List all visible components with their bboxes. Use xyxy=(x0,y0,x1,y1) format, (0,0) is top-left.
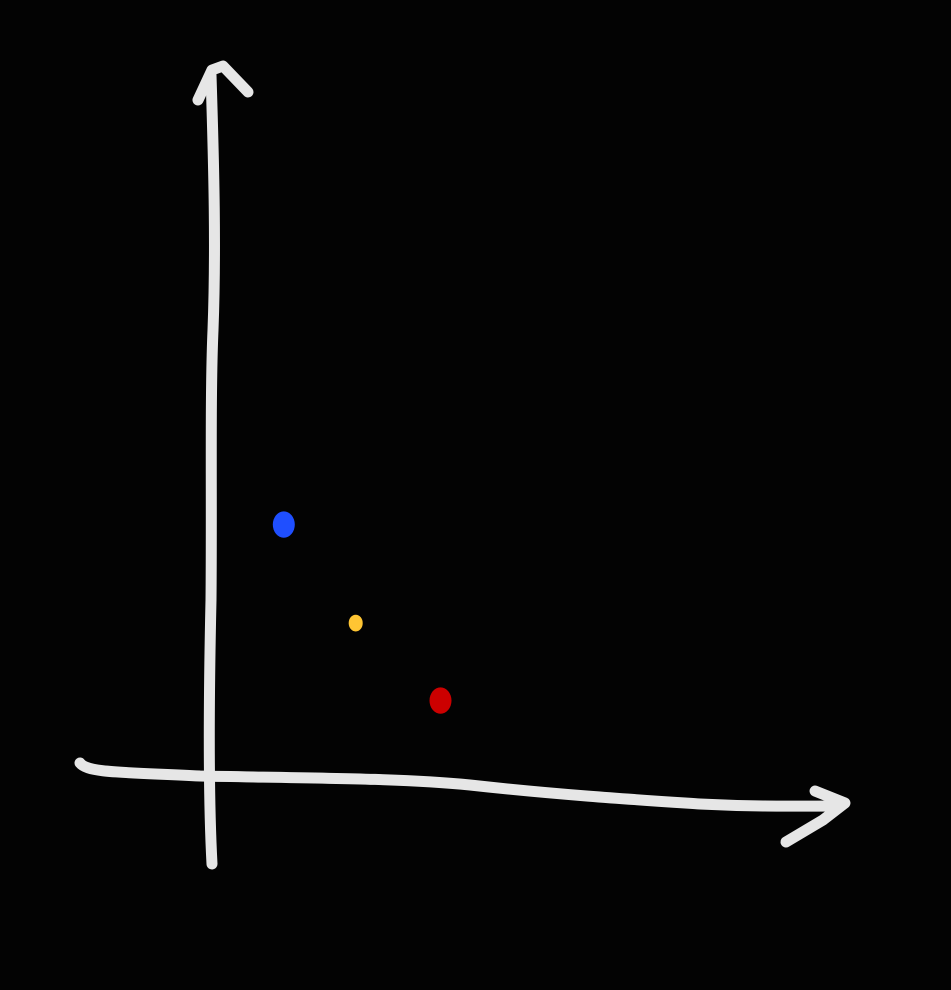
y-axis-arrowhead xyxy=(192,60,254,106)
scatter-point-2 xyxy=(348,614,363,632)
x-axis xyxy=(74,757,851,848)
y-axis xyxy=(192,60,254,870)
scatter-point-3 xyxy=(429,687,452,714)
x-axis-line xyxy=(74,757,846,812)
scatter-points xyxy=(272,511,452,714)
y-axis-line xyxy=(203,69,220,870)
x-axis-arrowhead xyxy=(780,785,851,848)
scatter-point-1 xyxy=(272,511,295,538)
